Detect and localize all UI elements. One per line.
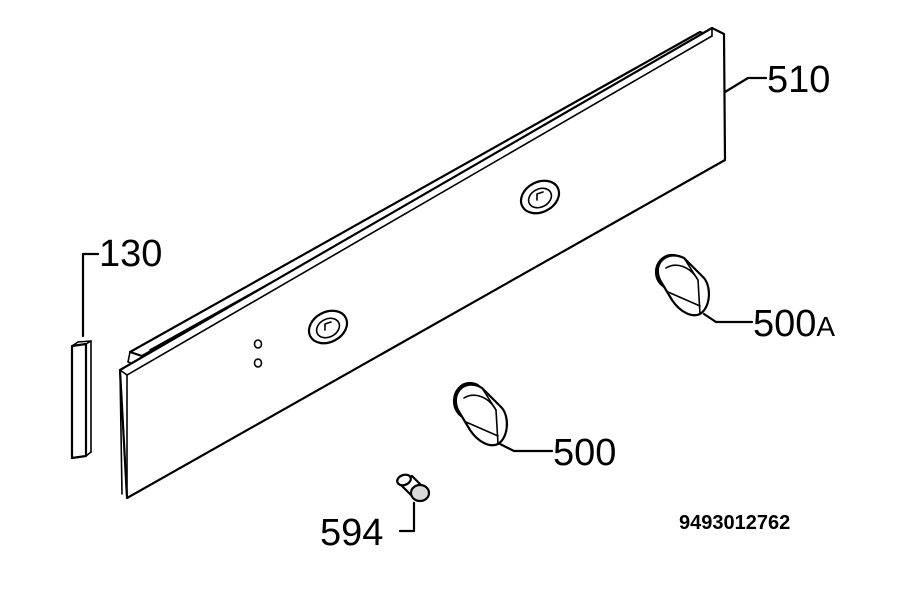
label-594: 594 (320, 512, 383, 554)
document-number: 9493012762 (679, 512, 790, 534)
label-500: 500 (553, 432, 616, 474)
screw-594 (396, 473, 431, 503)
gasket-strip (70, 340, 92, 460)
label-500a: 500A (753, 303, 835, 345)
control-knob-500 (452, 381, 508, 447)
knob-hole-right (519, 179, 561, 215)
indicator-holes (253, 339, 263, 368)
label-130: 130 (99, 233, 162, 275)
label-510: 510 (767, 59, 830, 101)
label-500a-number: 500 (753, 303, 816, 345)
leader-lines (81, 76, 768, 533)
control-knob-500a (654, 253, 710, 317)
control-panel (118, 26, 727, 500)
knob-hole-left (307, 309, 349, 345)
label-500a-suffix: A (816, 311, 835, 342)
